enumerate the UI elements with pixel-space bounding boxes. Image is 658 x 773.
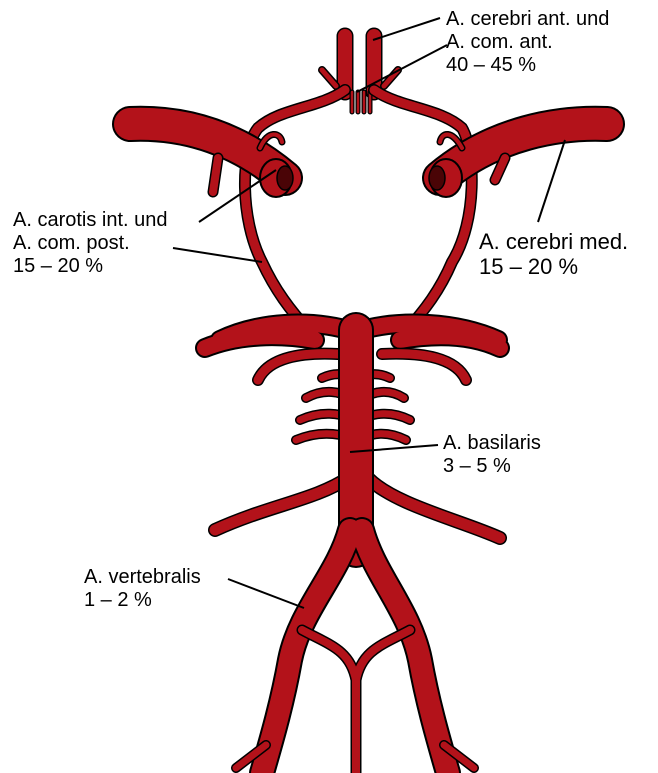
- label-vertebralis-line1: A. vertebralis: [84, 566, 201, 589]
- label-vertebralis: A. vertebralis 1 – 2 %: [84, 566, 201, 612]
- label-anterior-line3: 40 – 45 %: [446, 54, 609, 77]
- leader-anterior-1: [373, 18, 440, 40]
- label-vertebralis-line2: 1 – 2 %: [84, 589, 201, 612]
- artery-system: [130, 36, 607, 773]
- label-carotis-line1: A. carotis int. und: [13, 209, 168, 232]
- label-basilaris-line1: A. basilaris: [443, 432, 541, 455]
- label-basilaris-line2: 3 – 5 %: [443, 455, 541, 478]
- label-carotis-line3: 15 – 20 %: [13, 255, 168, 278]
- label-anterior-line2: A. com. ant.: [446, 31, 609, 54]
- middle-cerebral-arteries: [130, 124, 607, 192]
- label-carotis: A. carotis int. und A. com. post. 15 – 2…: [13, 209, 168, 278]
- label-cerebri-media: A. cerebri med. 15 – 20 %: [479, 229, 628, 280]
- label-media-line1: A. cerebri med.: [479, 229, 628, 254]
- label-anterior-line1: A. cerebri ant. und: [446, 8, 609, 31]
- label-basilaris: A. basilaris 3 – 5 %: [443, 432, 541, 478]
- label-carotis-line2: A. com. post.: [13, 232, 168, 255]
- leader-carotis-2: [173, 248, 262, 262]
- circle-ring: [245, 90, 472, 332]
- label-media-line2: 15 – 20 %: [479, 254, 628, 279]
- anterior-cerebral-arteries: [322, 36, 398, 92]
- leader-media: [538, 140, 565, 222]
- leader-vertebralis: [228, 579, 304, 608]
- label-anterior-cerebral: A. cerebri ant. und A. com. ant. 40 – 45…: [446, 8, 609, 77]
